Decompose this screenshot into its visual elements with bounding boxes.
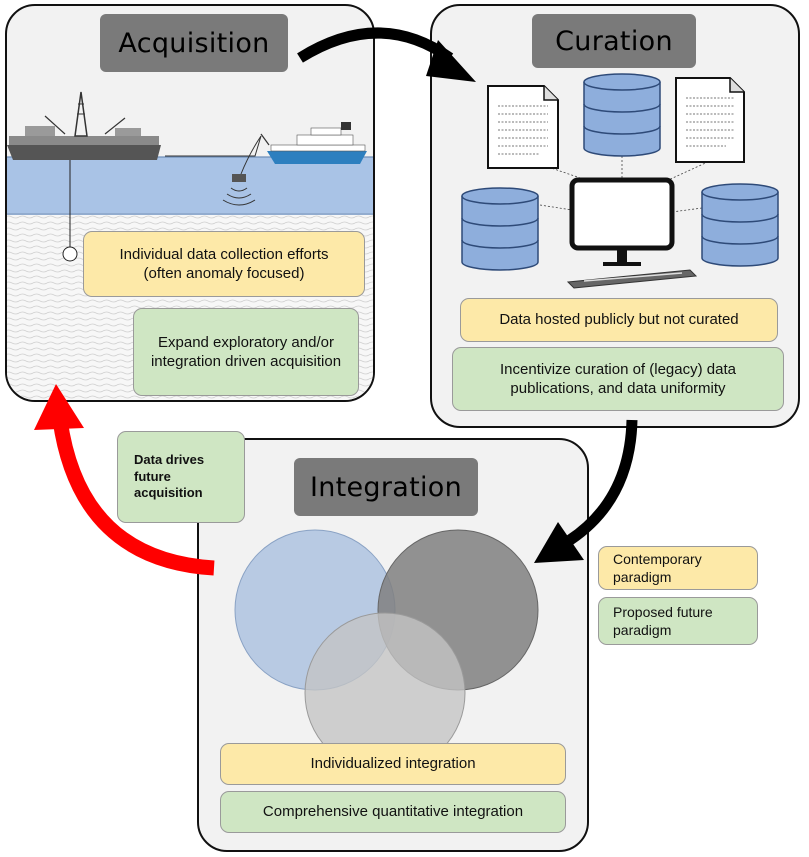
- legend-contemporary: Contemporary paradigm: [598, 546, 758, 590]
- acquisition-contemporary-box: Individual data collection efforts (ofte…: [83, 231, 365, 297]
- curation-contemporary-box: Data hosted publicly but not curated: [460, 298, 778, 342]
- integration-future-box: Comprehensive quantitative integration: [220, 791, 566, 833]
- sonar-waves-icon: [222, 187, 256, 206]
- integration-title: Integration: [294, 458, 478, 516]
- database-icon: [701, 183, 779, 267]
- database-icon: [461, 187, 539, 271]
- feedback-note: Data drives future acquisition: [117, 431, 245, 523]
- drill-ship-icon: [7, 91, 161, 160]
- computer-icon: [566, 177, 698, 289]
- document-icon: [487, 85, 559, 169]
- arrow-feedback-red: [52, 418, 215, 576]
- curation-title: Curation: [532, 14, 696, 68]
- acquisition-future-box: Expand exploratory and/or integration dr…: [133, 308, 359, 396]
- arrow-acquisition-to-curation: [297, 27, 454, 63]
- integration-contemporary-box: Individualized integration: [220, 743, 566, 785]
- sea-water: [7, 157, 373, 215]
- curation-future-box: Incentivize curation of (legacy) data pu…: [452, 347, 784, 411]
- document-icon: [675, 77, 745, 163]
- legend-future: Proposed future paradigm: [598, 597, 758, 645]
- acquisition-title: Acquisition: [100, 14, 288, 72]
- survey-ship-icon: [260, 122, 367, 164]
- database-icon: [583, 73, 661, 157]
- arrow-curation-to-integration: [566, 419, 638, 545]
